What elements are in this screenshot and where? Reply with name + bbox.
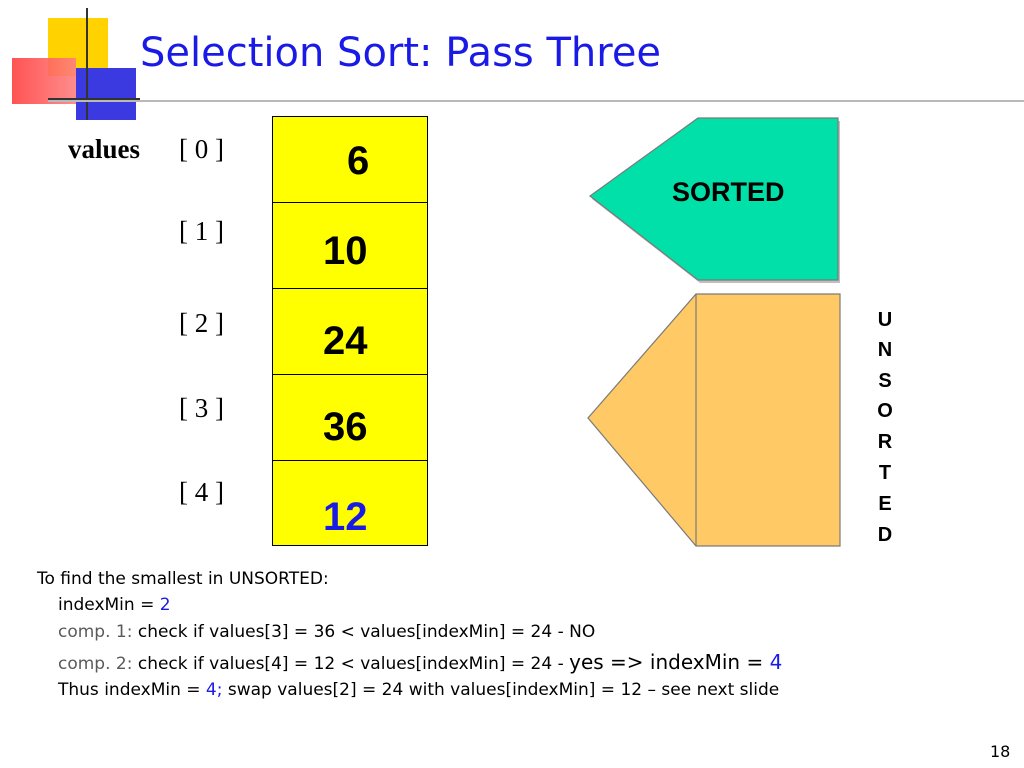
note-line-5: Thus indexMin = 4; swap values[2] = 24 w… <box>58 680 779 700</box>
unsorted-letter-o: O <box>877 400 893 422</box>
unsorted-letter-r: R <box>877 431 893 453</box>
page-number: 18 <box>990 742 1011 761</box>
cell-value-2: 24 <box>323 319 368 363</box>
note-line-4-step: comp. 2: <box>58 654 133 674</box>
note-line-3-text: check if values[3] = 36 < values[indexMi… <box>132 622 596 642</box>
cell-value-1: 10 <box>323 229 368 273</box>
index-label-0: [ 0 ] <box>179 134 224 164</box>
array-cell-3: 36 <box>272 374 428 461</box>
note-line-3: comp. 1: check if values[3] = 36 < value… <box>58 622 595 642</box>
unsorted-letter-d: D <box>877 524 893 546</box>
cell-value-3: 36 <box>323 405 368 449</box>
array-cell-1: 10 <box>272 202 428 289</box>
deco-red-square <box>12 58 76 104</box>
unsorted-letter-e: E <box>878 493 892 515</box>
note-line-2-value: 2 <box>159 595 171 615</box>
index-label-3: [ 3 ] <box>179 393 224 423</box>
deco-horizontal-line <box>48 98 140 100</box>
note-line-2: indexMin = 2 <box>58 595 171 615</box>
note-line-2-text: indexMin = <box>58 595 160 615</box>
array-name: values <box>68 134 141 164</box>
note-line-4-result: yes => indexMin = <box>569 650 770 674</box>
deco-vertical-line <box>86 8 88 120</box>
unsorted-region-arrow <box>587 293 841 547</box>
array-cell-0: 6 <box>272 116 428 203</box>
cell-value-0: 6 <box>347 139 370 183</box>
note-line-1: To find the smallest in UNSORTED: <box>37 569 329 589</box>
index-label-4: [ 4 ] <box>179 477 224 507</box>
slide-title: Selection Sort: Pass Three <box>140 30 662 76</box>
unsorted-letter-u: U <box>877 309 893 331</box>
unsorted-letter-n: N <box>877 339 893 361</box>
index-label-1: [ 1 ] <box>179 216 224 246</box>
array-cell-4: 12 <box>272 460 428 546</box>
note-line-4: comp. 2: check if values[4] = 12 < value… <box>58 650 782 674</box>
title-rule <box>48 100 1024 102</box>
cell-value-4: 12 <box>323 495 368 539</box>
note-line-3-step: comp. 1: <box>58 622 133 642</box>
note-line-4-text: check if values[4] = 12 < values[indexMi… <box>132 654 570 674</box>
slide-decoration <box>0 0 140 130</box>
array-cell-2: 24 <box>272 288 428 375</box>
note-line-5-swap: swap values[2] = 24 with values[indexMin… <box>222 680 780 700</box>
sorted-label: SORTED <box>672 177 785 207</box>
note-line-5-text: Thus indexMin = <box>58 680 206 700</box>
deco-blue-square <box>76 68 136 120</box>
unsorted-letter-s: S <box>878 370 892 392</box>
note-line-4-value: 4 <box>769 650 783 674</box>
sorted-region-arrow <box>588 117 840 283</box>
index-label-2: [ 2 ] <box>179 308 224 338</box>
note-line-1-text: To find the smallest in UNSORTED: <box>37 569 329 589</box>
unsorted-letter-t: T <box>878 462 892 484</box>
note-line-5-value: 4; <box>205 680 223 700</box>
